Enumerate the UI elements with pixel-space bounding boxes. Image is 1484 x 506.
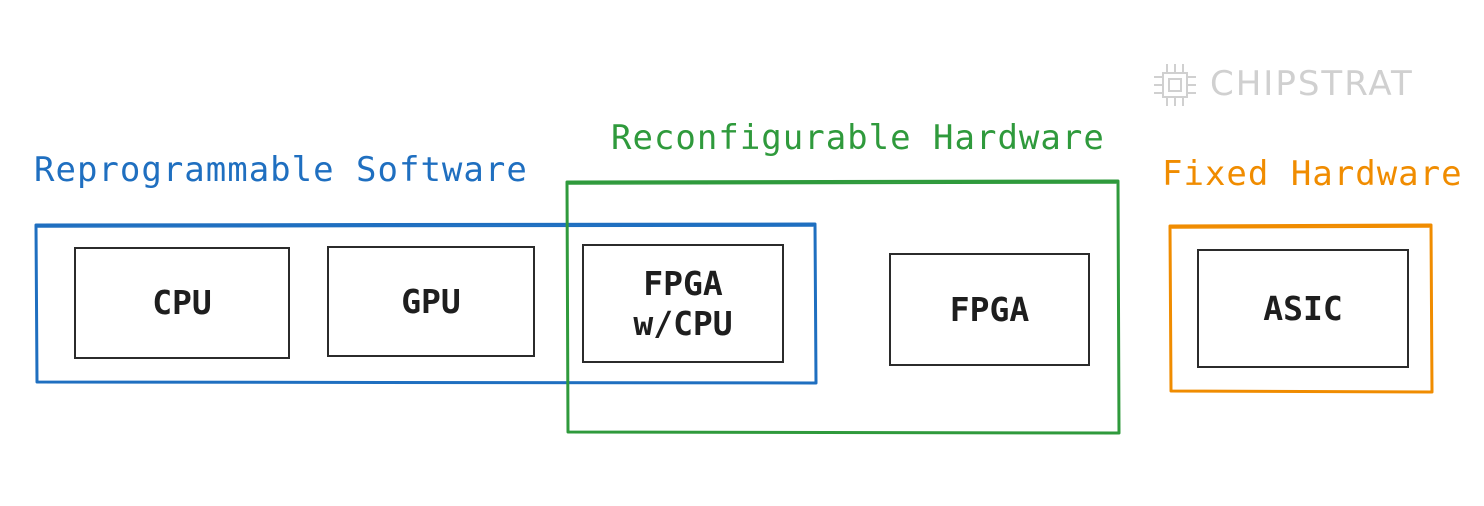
brand-name: CHIPSTRAT — [1210, 64, 1414, 104]
fixed-group-label: Fixed Hardware — [1162, 154, 1463, 194]
fpga-cpu-label-line2: w/CPU — [633, 303, 733, 343]
fixed-group-frame — [1168, 223, 1434, 394]
fpga-cpu-box: FPGA w/CPU — [582, 244, 784, 363]
gpu-box: GPU — [327, 246, 535, 357]
asic-label: ASIC — [1263, 288, 1343, 328]
chip-icon — [1154, 64, 1196, 106]
reconfigurable-group-frame — [565, 179, 1121, 435]
cpu-box: CPU — [74, 247, 290, 359]
cpu-label: CPU — [152, 283, 212, 322]
gpu-label: GPU — [401, 281, 461, 321]
asic-box: ASIC — [1197, 249, 1409, 368]
fpga-label: FPGA — [949, 289, 1030, 329]
software-group-frame — [34, 222, 818, 385]
reconfigurable-group-label: Reconfigurable Hardware — [611, 118, 1105, 158]
software-group-label: Reprogrammable Software — [34, 150, 528, 190]
fpga-box: FPGA — [889, 253, 1090, 366]
fpga-cpu-label-line1: FPGA — [643, 263, 723, 303]
